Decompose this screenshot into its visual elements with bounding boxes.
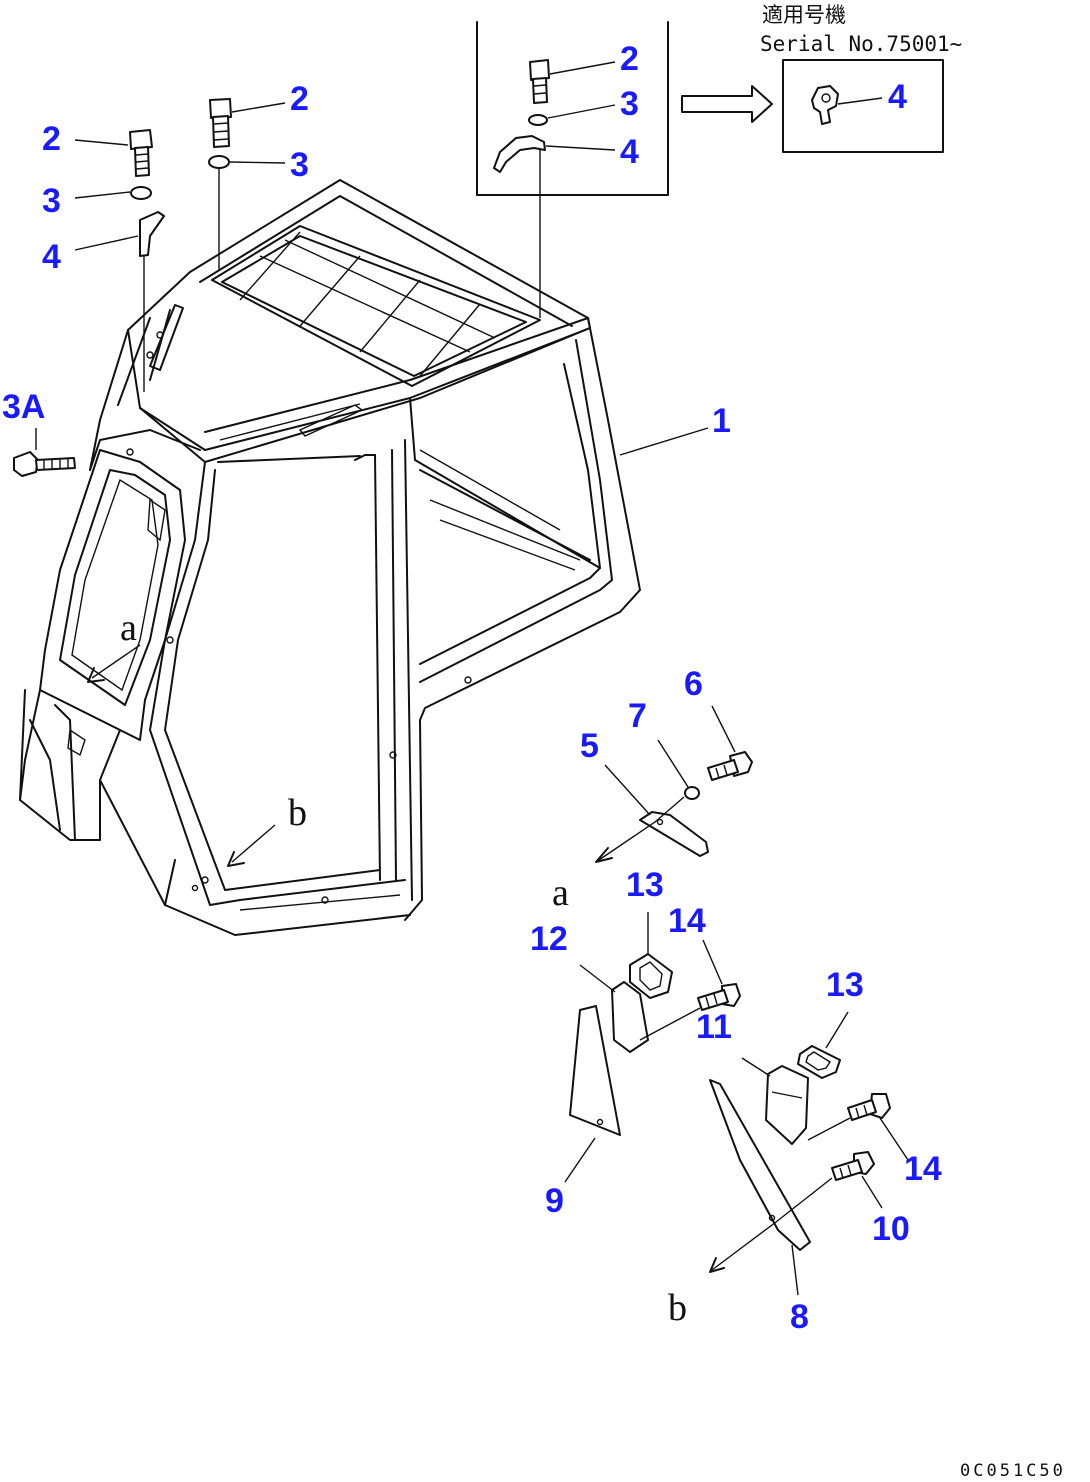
arrow-to-serial-box [681,85,773,123]
bracket-12 [611,981,649,1053]
callout-labels: 2 3 4 2 3 2 3 4 4 3A 1 6 7 5 13 12 14 11… [2,40,942,1336]
callout-4-inset: 4 [620,133,639,171]
callout-1: 1 [712,402,731,440]
arrow-b-part [709,1257,725,1273]
view-letter-b-cab: b [288,792,307,834]
callout-12: 12 [530,920,568,958]
view-letter-a-cab: a [120,607,137,649]
bolt-3A [13,451,76,477]
bolt-10 [831,1151,875,1181]
washer-3-center [208,155,230,169]
callout-3-left: 3 [42,182,61,220]
arrow-b-cab [227,851,245,867]
arrow-a-part [595,847,613,863]
leader-line [639,1007,701,1041]
callout-13-upper: 13 [626,866,664,904]
plate-5 [639,811,709,857]
leader-line [595,796,685,863]
callout-2-left: 2 [42,120,61,158]
plate-8 [709,1079,811,1251]
bracket-4-left [139,211,165,257]
callout-4-serial: 4 [888,78,907,116]
washer-3-left [130,186,152,200]
serial-note-line1: 適用号機 [762,3,846,27]
callout-6: 6 [684,665,703,703]
bolt-6 [707,751,753,781]
callout-10: 10 [872,1210,910,1248]
callout-7: 7 [628,697,647,735]
gasket-13-lower [797,1045,841,1079]
callout-3-inset: 3 [620,85,639,123]
bolt-2-left [129,129,153,177]
callout-8: 8 [790,1298,809,1336]
callout-3A: 3A [2,388,45,426]
serial-box [782,59,944,153]
leader-line [91,644,141,679]
inset-box-clamp [476,21,669,318]
callout-3-center: 3 [290,146,309,184]
callout-5: 5 [580,727,599,765]
callout-9: 9 [545,1182,564,1220]
callout-4-left: 4 [42,238,61,276]
callout-11: 11 [696,1008,732,1046]
drawing-code: 0C051C50 [960,1461,1066,1481]
serial-note-line2: Serial No.75001~ [760,32,962,56]
callout-13-lower: 13 [826,966,864,1004]
callout-2-center: 2 [290,80,309,118]
view-letter-a-part: a [552,872,569,914]
bolt-14-upper [697,983,741,1011]
leader-line [231,824,276,863]
bolt-2-center [209,98,232,148]
plate-9 [569,1005,621,1136]
callout-leaders [35,61,909,1296]
bolt-14-lower [847,1093,891,1121]
arrow-a-cab [87,667,105,683]
view-letter-b-part: b [668,1287,687,1329]
leader-line [711,1177,833,1271]
callout-2-inset: 2 [620,40,639,78]
bracket-upper-right [765,1065,809,1145]
cab-frame [19,179,641,936]
leader-line [807,1117,851,1141]
callout-14-upper: 14 [668,902,706,940]
callout-14-lower: 14 [904,1150,942,1188]
washer-7 [684,786,700,800]
